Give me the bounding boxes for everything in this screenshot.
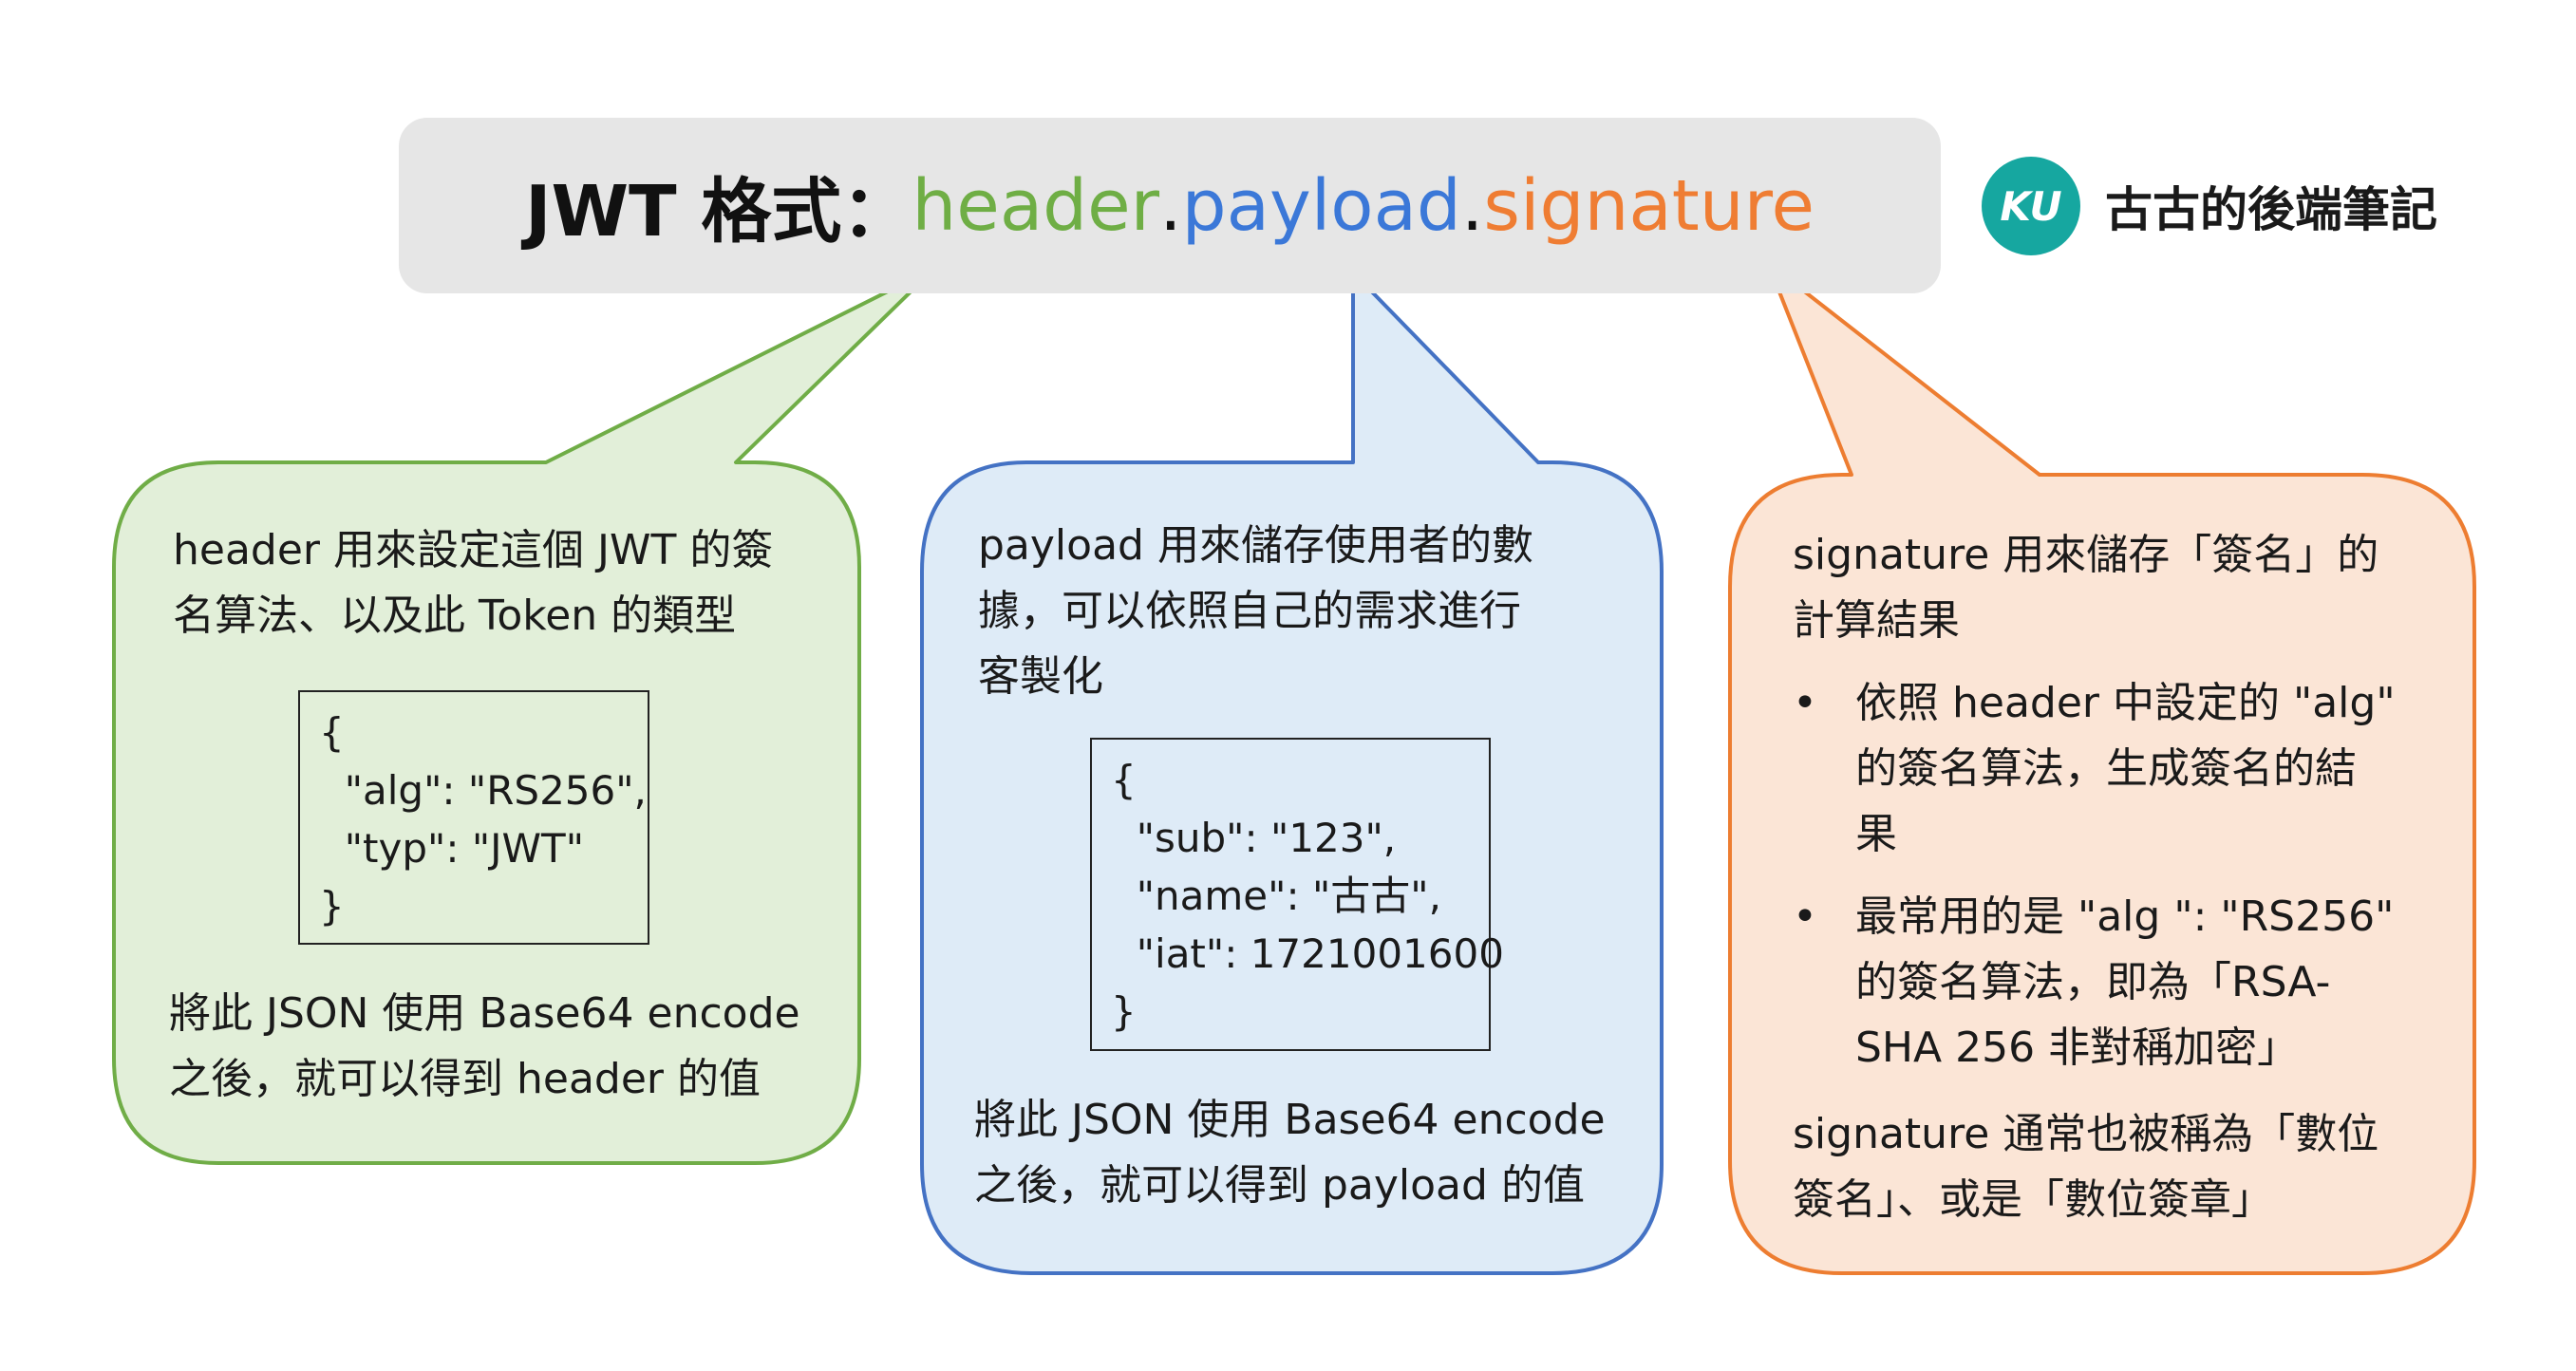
header-line-1: header 用來設定這個 JWT 的簽 <box>173 526 774 574</box>
title-bar: JWT 格式： header . payload . signature <box>399 118 1941 293</box>
signature-description: signature 用來儲存「簽名」的 計算結果 • 依照 header 中設定… <box>1793 522 2438 1232</box>
payload-json-code: { "sub": "123", "name": "古古", "iat": 172… <box>1090 738 1504 1051</box>
payload-footer-line-2: 之後，就可以得到 payload 的值 <box>974 1161 1585 1210</box>
payload-line-3: 客製化 <box>978 652 1103 701</box>
header-bubble <box>112 266 937 1165</box>
title-dot-2: . <box>1460 164 1484 247</box>
signature-footer-line-2: 簽名」、或是「數位簽章」 <box>1793 1175 2273 1224</box>
brand-logo: KU 古古的後端筆記 <box>1982 157 2437 255</box>
payload-footer-line-1: 將此 JSON 使用 Base64 encode <box>974 1096 1606 1144</box>
logo-badge-icon: KU <box>1982 157 2080 255</box>
header-line-2: 名算法、以及此 Token 的類型 <box>173 592 737 640</box>
payload-footer: 將此 JSON 使用 Base64 encode 之後，就可以得到 payloa… <box>974 1087 1606 1218</box>
header-json-code: { "alg": "RS256", "typ": "JWT" } <box>298 690 649 945</box>
payload-description: payload 用來儲存使用者的數 據，可以依照自己的需求進行 客製化 <box>978 513 1533 709</box>
title-header: header <box>912 164 1160 247</box>
signature-line-1: signature 用來儲存「簽名」的 <box>1793 531 2379 579</box>
payload-line-1: payload 用來儲存使用者的數 <box>978 521 1533 570</box>
header-description: header 用來設定這個 JWT 的簽 名算法、以及此 Token 的類型 <box>173 517 773 648</box>
title-signature: signature <box>1483 164 1814 247</box>
title-payload: payload <box>1181 164 1461 247</box>
header-footer: 將此 JSON 使用 Base64 encode 之後，就可以得到 header… <box>169 981 800 1112</box>
header-footer-line-2: 之後，就可以得到 header 的值 <box>169 1055 761 1103</box>
logo-text: 古古的後端筆記 <box>2105 182 2437 237</box>
header-footer-line-1: 將此 JSON 使用 Base64 encode <box>169 989 800 1038</box>
signature-bubble <box>1728 261 2476 1275</box>
title-prefix: JWT 格式： <box>524 171 912 253</box>
bullet-icon: • <box>1793 679 1817 727</box>
signature-item-2-line-1: 最常用的是 "alg ": "RS256" <box>1855 892 2395 941</box>
signature-bullet-list: • 依照 header 中設定的 "alg" 的簽名算法，生成簽名的結 果 • … <box>1793 670 2438 1080</box>
title-dot-1: . <box>1159 164 1182 247</box>
signature-item-1-line-1: 依照 header 中設定的 "alg" <box>1855 679 2396 727</box>
list-item: • 依照 header 中設定的 "alg" 的簽名算法，生成簽名的結 果 <box>1793 670 2438 867</box>
signature-line-2: 計算結果 <box>1793 596 1960 645</box>
payload-line-2: 據，可以依照自己的需求進行 <box>978 587 1521 635</box>
payload-bubble <box>920 271 1664 1275</box>
signature-item-2-line-3: SHA 256 非對稱加密」 <box>1855 1024 2300 1072</box>
signature-footer-line-1: signature 通常也被稱為「數位 <box>1793 1110 2379 1158</box>
list-item: • 最常用的是 "alg ": "RS256" 的簽名算法，即為「RSA- SH… <box>1793 884 2438 1080</box>
signature-item-2-line-2: 的簽名算法，即為「RSA- <box>1855 958 2331 1006</box>
signature-item-1-line-2: 的簽名算法，生成簽名的結 <box>1855 744 2357 793</box>
signature-item-1-line-3: 果 <box>1855 810 1897 858</box>
bullet-icon: • <box>1793 892 1817 941</box>
